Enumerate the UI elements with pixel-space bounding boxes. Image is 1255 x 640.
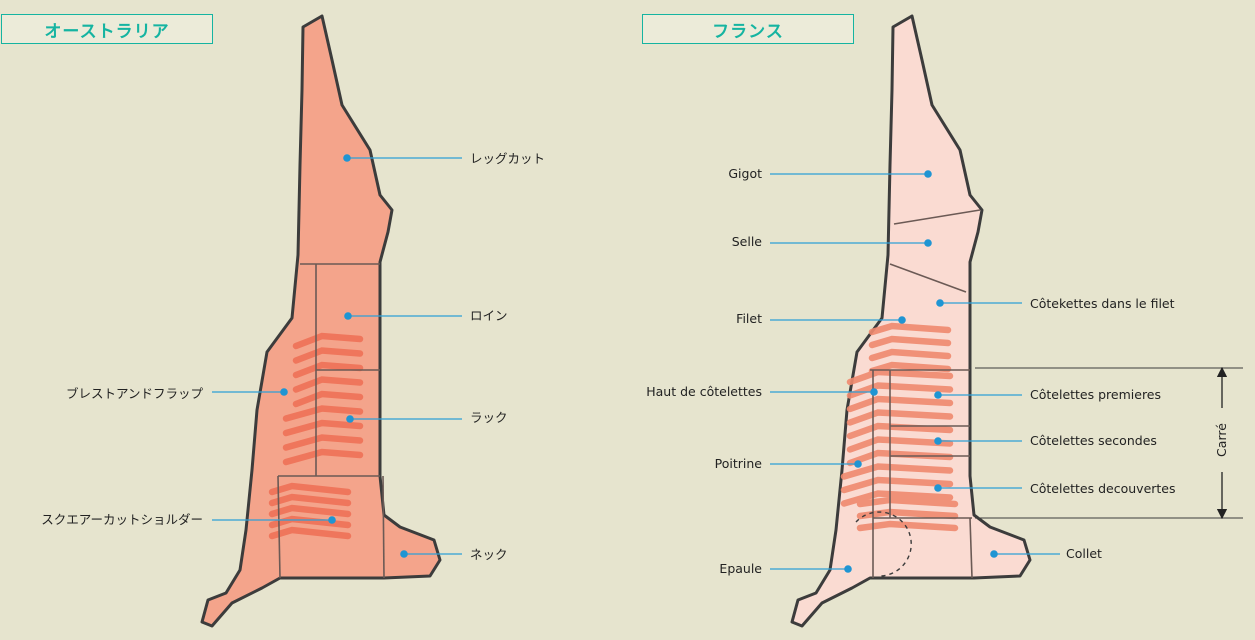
label-shoulder: スクエアーカットショルダー [41, 512, 203, 527]
leader-dot [854, 460, 862, 468]
label-secondes: Côtelettes secondes [1030, 433, 1157, 448]
label-selle: Selle [732, 234, 763, 249]
leader-dot [898, 316, 906, 324]
label-collet: Collet [1066, 546, 1102, 561]
france-carcass-outline [792, 16, 1030, 626]
stripe [860, 512, 955, 516]
stripe [860, 524, 955, 528]
leader-dot [346, 415, 354, 423]
label-poitrine: Poitrine [715, 456, 763, 471]
label-leg: レッグカット [470, 151, 545, 166]
leader-dot [990, 550, 998, 558]
australia-carcass [202, 16, 440, 626]
label-rack: ラック [470, 410, 508, 425]
label-filet: Filet [736, 311, 762, 326]
leader-dot [924, 239, 932, 247]
label-cotekettes: Côtekettes dans le filet [1030, 296, 1175, 311]
carre-label: Carré [1214, 423, 1229, 457]
leader-dot [870, 388, 878, 396]
leader-dot [343, 154, 351, 162]
leader-dot [280, 388, 288, 396]
label-epaule: Epaule [719, 561, 762, 576]
label-breast: ブレストアンドフラップ [66, 386, 204, 401]
label-neck: ネック [470, 547, 508, 562]
leader-dot [936, 299, 944, 307]
stripe [860, 500, 955, 504]
leader-dot [934, 484, 942, 492]
leader-dot [844, 565, 852, 573]
france-carcass [792, 16, 1030, 626]
leader-dot [344, 312, 352, 320]
label-haut: Haut de côtelettes [646, 384, 762, 399]
label-premieres: Côtelettes premieres [1030, 387, 1161, 402]
leader-dot [328, 516, 336, 524]
label-gigot: Gigot [728, 166, 762, 181]
leader-dot [400, 550, 408, 558]
label-decouvertes: Côtelettes decouvertes [1030, 481, 1176, 496]
leader-dot [934, 391, 942, 399]
label-loin: ロイン [470, 308, 508, 323]
leader-dot [924, 170, 932, 178]
leader-dot [934, 437, 942, 445]
